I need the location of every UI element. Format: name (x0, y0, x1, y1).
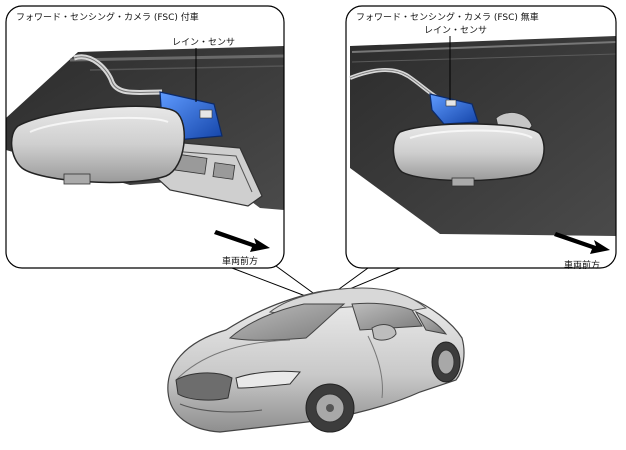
left-sensor-label: レイン・センサ (172, 37, 235, 48)
front-grille (176, 373, 232, 400)
rear-view-mirror (12, 106, 185, 182)
left-callout: フォワード・センシング・カメラ (FSC) 付車 レイン・センサ 車両前方 (6, 6, 284, 268)
right-direction-label: 車両前方 (564, 259, 600, 271)
right-callout-title: フォワード・センシング・カメラ (FSC) 無車 (356, 11, 539, 23)
right-detail-illustration (346, 6, 616, 268)
left-callout-title: フォワード・センシング・カメラ (FSC) 付車 (16, 11, 199, 23)
car-illustration (168, 288, 464, 432)
rear-view-mirror (393, 124, 544, 181)
left-detail-illustration (6, 6, 284, 268)
right-sensor-label: レイン・センサ (424, 25, 487, 36)
left-direction-label: 車両前方 (222, 255, 258, 267)
side-mirror (372, 325, 396, 340)
right-callout: フォワード・センシング・カメラ (FSC) 無車 レイン・センサ 車両前方 (346, 6, 616, 271)
